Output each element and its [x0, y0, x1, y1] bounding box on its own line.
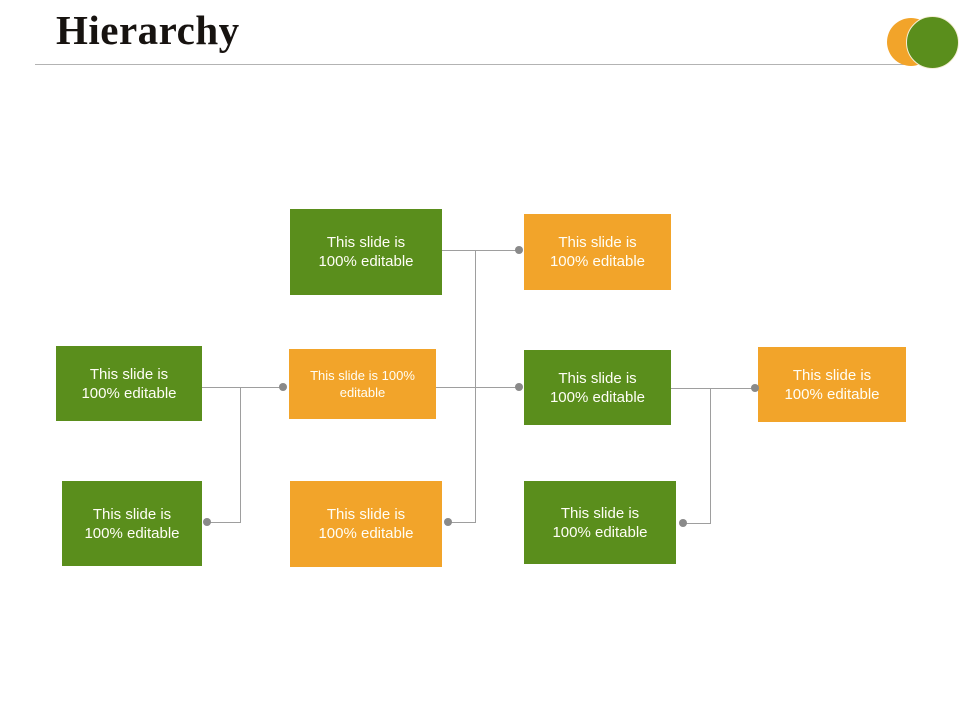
connector-line [202, 387, 283, 388]
node-text-line1: This slide is [560, 504, 640, 522]
node-text-line2: 100% editable [318, 253, 414, 270]
connector-dot [515, 383, 523, 391]
org-node-mid-center-green[interactable]: This slide is 100% editable [524, 350, 671, 425]
connector-dot [751, 384, 759, 392]
org-node-mid-left-green[interactable]: This slide is 100% editable [56, 346, 202, 421]
title-underline [35, 64, 905, 65]
connector-line [240, 387, 241, 522]
node-text-line1: This slide is [558, 234, 637, 251]
connector-dot [279, 383, 287, 391]
connector-dot [203, 518, 211, 526]
page-title: Hierarchy [56, 7, 240, 53]
node-text-line1: This slide is [326, 506, 406, 523]
connector-line [710, 388, 711, 524]
node-text-line1: This slide is [92, 505, 172, 523]
node-text-line2: editable [339, 385, 386, 400]
node-text-line1: This slide is [558, 369, 637, 387]
node-text-line2: 100% editable [81, 384, 177, 402]
node-text-line2: 100% editable [84, 524, 180, 542]
node-text-line2: 100% editable [552, 523, 648, 541]
node-text-line2: 100% editable [549, 253, 646, 270]
org-node-mid-center-orange[interactable]: This slide is 100% editable [289, 349, 436, 419]
node-text-line2: 100% editable [549, 388, 646, 406]
node-text-line2: 100% editable [784, 385, 880, 403]
connector-dot [679, 519, 687, 527]
org-node-bottom-mid-orange[interactable]: This slide is 100% editable [290, 481, 442, 567]
connector-line [442, 250, 520, 251]
connector-line [683, 523, 711, 524]
connector-line [207, 522, 241, 523]
node-text-line2: 100% editable [318, 525, 414, 542]
connector-line [448, 522, 476, 523]
org-node-mid-right-orange[interactable]: This slide is 100% editable [758, 347, 906, 422]
connector-dot [444, 518, 452, 526]
org-node-top-green[interactable]: This slide is 100% editable [290, 209, 442, 295]
green-circle-icon [906, 16, 959, 69]
org-node-bottom-right-green[interactable]: This slide is 100% editable [524, 481, 676, 564]
connector-line [671, 388, 756, 389]
node-text-line1: This slide is [326, 234, 406, 251]
connector-dot [515, 246, 523, 254]
node-text-line1: This slide is 100% [310, 368, 415, 383]
org-node-top-orange[interactable]: This slide is 100% editable [524, 214, 671, 290]
connector-line [435, 387, 520, 388]
org-node-bottom-left-green[interactable]: This slide is 100% editable [62, 481, 202, 566]
node-text-line1: This slide is [89, 365, 169, 383]
node-text-line1: This slide is [792, 366, 872, 384]
connector-line [475, 250, 476, 522]
